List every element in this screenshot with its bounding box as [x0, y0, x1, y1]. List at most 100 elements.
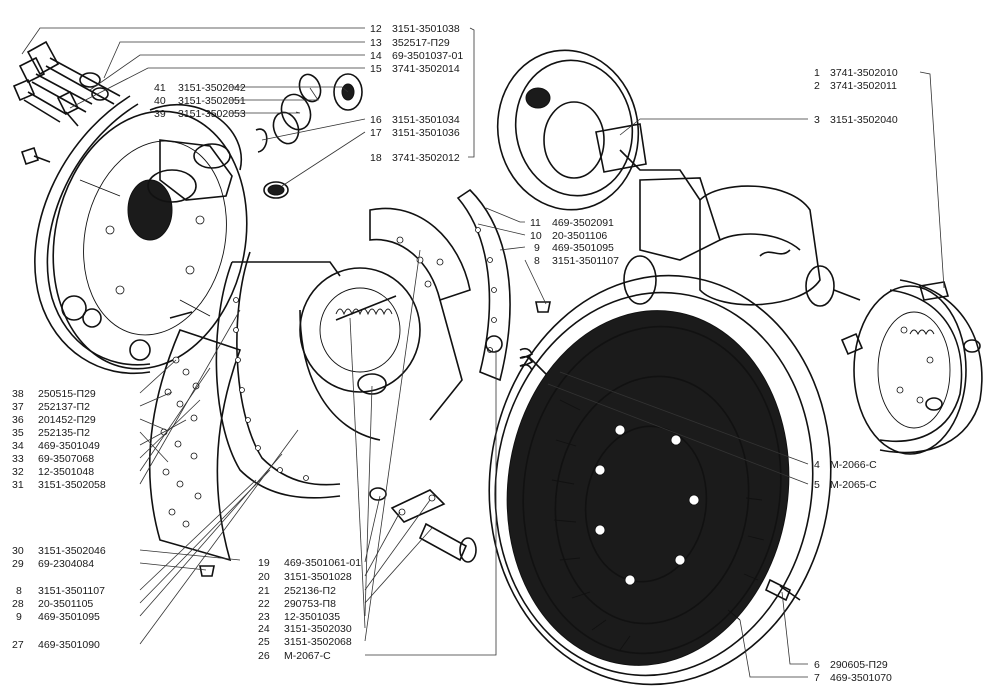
svg-text:10: 10: [530, 230, 542, 242]
callout-40: 40 3151-3502051: [154, 95, 246, 107]
svg-text:2: 2: [814, 80, 820, 92]
svg-text:3151-3502068: 3151-3502068: [284, 636, 352, 648]
svg-text:3741-3502014: 3741-3502014: [392, 63, 460, 75]
callout-37: 37 252137-П2: [12, 401, 90, 413]
svg-text:3: 3: [814, 114, 820, 126]
axle-hub-assembly: [496, 49, 861, 307]
svg-text:5: 5: [814, 479, 820, 491]
svg-text:16: 16: [370, 114, 382, 126]
svg-text:9: 9: [534, 242, 540, 254]
callout-25: 25 3151-3502068: [258, 636, 352, 648]
brake-drum: [488, 274, 832, 686]
svg-text:8: 8: [534, 255, 540, 267]
parts-illustration: [12, 40, 983, 686]
svg-text:3151-3501028: 3151-3501028: [284, 571, 352, 583]
callout-13: 13 352517-П29: [370, 37, 450, 49]
svg-text:8: 8: [16, 585, 22, 597]
svg-text:25: 25: [258, 636, 270, 648]
backing-plate: [34, 95, 248, 374]
svg-text:469-3501090: 469-3501090: [38, 639, 100, 651]
svg-text:М-2066-С: М-2066-С: [830, 459, 877, 471]
svg-text:22: 22: [258, 598, 270, 610]
svg-text:29: 29: [12, 558, 24, 570]
svg-text:20-3501106: 20-3501106: [552, 230, 607, 242]
svg-text:23: 23: [258, 611, 270, 623]
svg-text:12-3501048: 12-3501048: [38, 466, 94, 478]
svg-text:41: 41: [154, 82, 166, 94]
svg-text:3151-3502042: 3151-3502042: [178, 82, 246, 94]
callout-10: 10 20-3501106: [530, 230, 607, 242]
svg-text:3151-3502030: 3151-3502030: [284, 623, 352, 635]
svg-text:4: 4: [814, 459, 820, 471]
svg-text:11: 11: [530, 217, 541, 229]
svg-text:3741-3502010: 3741-3502010: [830, 67, 898, 79]
svg-text:24: 24: [258, 623, 270, 635]
callout-9-upper: 9 469-3501095: [534, 242, 614, 254]
svg-text:3151-3501107: 3151-3501107: [38, 585, 105, 597]
svg-text:20: 20: [258, 571, 270, 583]
callout-4: 4 М-2066-С: [814, 459, 877, 471]
svg-text:69-2304084: 69-2304084: [38, 558, 94, 570]
svg-text:3151-3502051: 3151-3502051: [178, 95, 246, 107]
svg-text:14: 14: [370, 50, 382, 62]
svg-text:469-3501070: 469-3501070: [830, 672, 892, 684]
svg-text:1: 1: [814, 67, 820, 79]
svg-text:3151-3501034: 3151-3501034: [392, 114, 460, 126]
svg-text:37: 37: [12, 401, 24, 413]
callout-3: 3 3151-3502040: [814, 114, 898, 126]
svg-text:3151-3501036: 3151-3501036: [392, 127, 460, 139]
svg-text:3741-3502011: 3741-3502011: [830, 80, 897, 92]
svg-text:250515-П29: 250515-П29: [38, 388, 96, 400]
svg-text:352517-П29: 352517-П29: [392, 37, 450, 49]
svg-text:290753-П8: 290753-П8: [284, 598, 336, 610]
svg-text:201452-П29: 201452-П29: [38, 414, 96, 426]
callout-22: 22 290753-П8: [258, 598, 336, 610]
callout-17: 17 3151-3501036: [370, 127, 460, 139]
small-hardware: [199, 301, 565, 577]
svg-text:6: 6: [814, 659, 820, 671]
svg-text:34: 34: [12, 440, 24, 452]
brake-shoe-left: [148, 311, 242, 562]
svg-text:21: 21: [258, 585, 270, 597]
callout-38: 38 250515-П29: [12, 388, 96, 400]
svg-text:40: 40: [154, 95, 166, 107]
svg-text:26: 26: [258, 650, 270, 662]
svg-text:17: 17: [370, 127, 382, 139]
callout-6: 6 290605-П29: [814, 659, 888, 671]
svg-text:469-3501095: 469-3501095: [552, 242, 614, 254]
right-brake-assembly: [840, 279, 983, 455]
svg-text:290605-П29: 290605-П29: [830, 659, 888, 671]
svg-text:12-3501035: 12-3501035: [284, 611, 340, 623]
svg-text:9: 9: [16, 611, 22, 623]
callout-8-lower: 8 3151-3501107: [16, 585, 105, 597]
svg-text:252137-П2: 252137-П2: [38, 401, 90, 413]
svg-text:38: 38: [12, 388, 24, 400]
svg-text:3151-3502040: 3151-3502040: [830, 114, 898, 126]
svg-text:35: 35: [12, 427, 24, 439]
callout-2: 2 3741-3502011: [814, 80, 897, 92]
svg-text:28: 28: [12, 598, 24, 610]
callout-41: 41 3151-3502042: [154, 82, 246, 94]
svg-text:69-3507068: 69-3507068: [38, 453, 94, 465]
svg-text:13: 13: [370, 37, 382, 49]
